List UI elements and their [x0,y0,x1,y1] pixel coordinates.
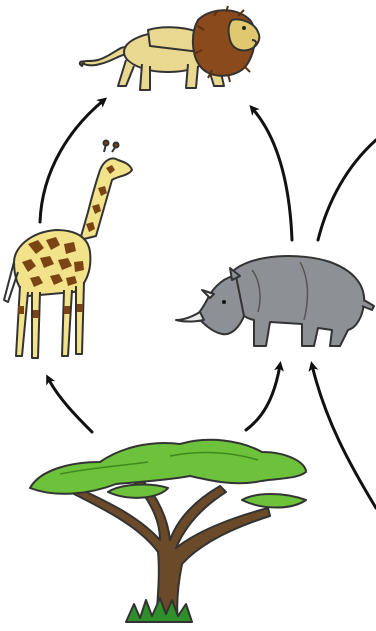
arrow-rhino-to-lion [252,108,292,240]
lion-icon [80,6,259,90]
giraffe-icon [4,141,132,359]
arrow-tree-to-giraffe [48,378,92,432]
rhinoceros-icon [176,256,374,346]
arrow-offscreen-to-lion [318,140,376,240]
acacia-tree-icon [30,440,306,622]
arrow-tree-to-rhino [246,365,280,430]
arrow-offscreen-to-rhino [312,365,376,508]
